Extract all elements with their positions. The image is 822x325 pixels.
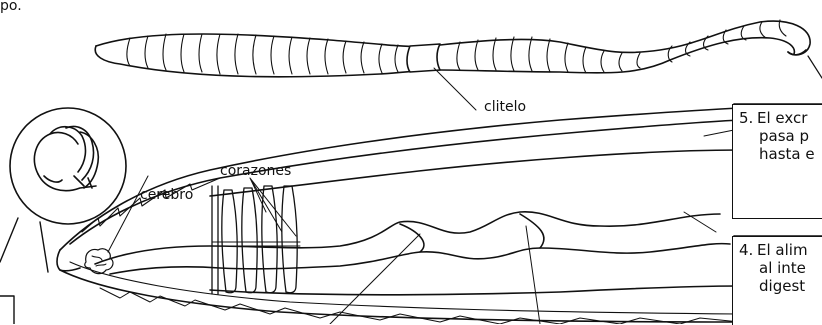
callout-step-5-line2: pasa p <box>739 127 822 145</box>
callout-step-4-number: 4. <box>739 241 757 259</box>
callout-step-5-number: 5. <box>739 109 757 127</box>
worm-internal-section <box>57 108 740 324</box>
worm-external <box>95 20 822 110</box>
callout-step-5: 5.El excr pasa p hasta e <box>732 104 822 219</box>
callout-step-5-line1: El excr <box>757 109 807 127</box>
callout-step-4-line3: digest <box>739 277 822 295</box>
label-clitelo: clitelo <box>484 99 526 115</box>
callout-step-4-line1: El alim <box>757 241 808 259</box>
label-corazones: corazones <box>220 163 291 179</box>
callout-step-5-line3: hasta e <box>739 145 822 163</box>
callout-step-4-line2: al inte <box>739 259 822 277</box>
hearts <box>212 186 300 294</box>
callout-step-4: 4.El alim al inte digest <box>732 236 822 325</box>
label-cerebro: cerebro <box>140 187 193 203</box>
label-top-left: po. <box>0 0 22 14</box>
